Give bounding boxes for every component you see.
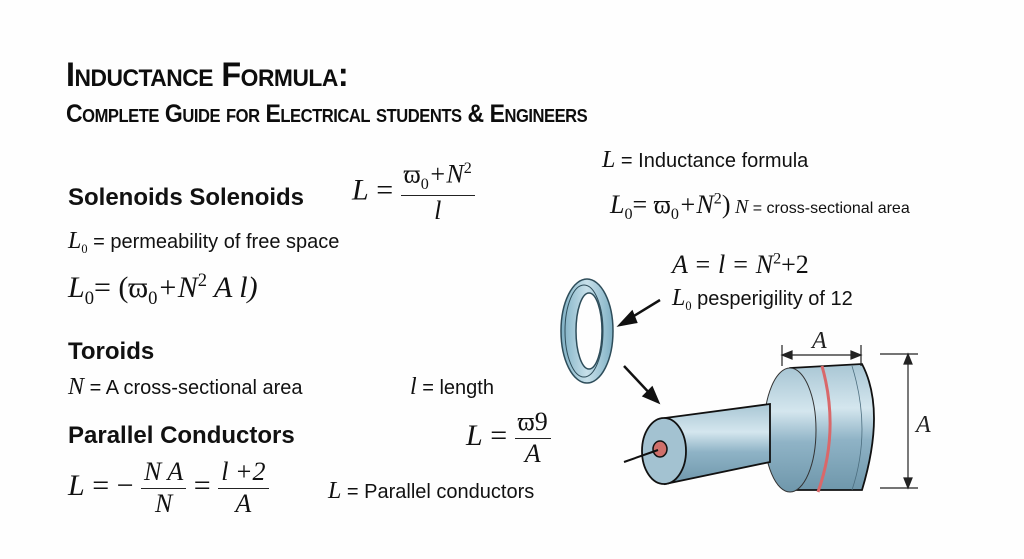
dimension-lines bbox=[780, 345, 918, 490]
inductance-definition: L = Inductance formula bbox=[602, 147, 809, 173]
pesperigility-label: L0 pesperigility of 12 bbox=[672, 285, 853, 313]
parallel-heading: Parallel Conductors bbox=[68, 422, 295, 449]
toroid-length-definition: l = length bbox=[410, 374, 494, 400]
solenoids-heading: Solenoids Solenoids bbox=[68, 184, 305, 211]
area-formula: A = l = N2+2 bbox=[672, 250, 809, 279]
solenoid-formula-2: L0= (ϖ0+N2 A l) bbox=[68, 270, 258, 309]
dimension-label-top: A bbox=[812, 328, 827, 354]
arrow-icons bbox=[616, 298, 661, 405]
page-title: Inductance Formula: bbox=[66, 56, 349, 94]
solenoid-fraction: ϖ0+N2 l bbox=[400, 160, 475, 225]
conductor-cylinder-icon bbox=[623, 363, 875, 493]
toroid-ring-icon bbox=[560, 278, 614, 384]
right-formula: L0= ϖ0+N2) N = cross-sectional area bbox=[610, 190, 910, 224]
conductor-diagram bbox=[560, 278, 918, 493]
page-subtitle: Complete Guide for Electrical students &… bbox=[66, 100, 588, 128]
solenoid-formula: L = ϖ0+N2 l bbox=[352, 160, 475, 225]
dimension-label-right: A bbox=[916, 412, 931, 438]
parallel-definition: L = Parallel conductors bbox=[328, 478, 535, 504]
toroid-area-definition: N = A cross-sectional area bbox=[68, 374, 303, 400]
permeability-definition: L0 = permeability of free space bbox=[68, 228, 340, 256]
toroids-heading: Toroids bbox=[68, 338, 155, 365]
